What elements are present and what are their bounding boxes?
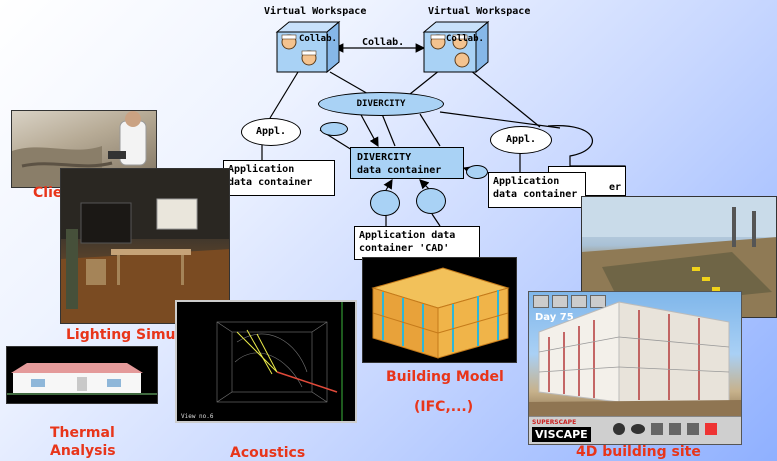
workspace-left-cube: Collab. (275, 20, 341, 74)
connector-node (416, 188, 446, 214)
cad-data-container: Application data container 'CAD' (354, 226, 480, 260)
view-eye-icon[interactable] (631, 424, 645, 434)
workspace-right-title: Virtual Workspace (428, 6, 531, 17)
appl-right-node: Appl. (490, 126, 552, 154)
divercity-container-line1: DIVERCITY (357, 152, 412, 163)
thermal-house-image (7, 363, 157, 395)
app-container-right-line1: Application (493, 176, 560, 187)
tool-icon[interactable] (687, 423, 699, 435)
app-container-right-partial-text: er (608, 182, 621, 193)
acoustics-photo: View no.6 (175, 300, 357, 423)
cad-container-line2: container 'CAD' (359, 243, 450, 254)
workspace-right-cube: Collab. (422, 20, 490, 74)
viscape-thumbnail[interactable] (552, 295, 568, 308)
caption-building-model: Building Model (386, 369, 504, 385)
workspace-left-collab-label: Collab. (299, 34, 337, 44)
caption-thermal: Thermal Analysis (50, 424, 116, 460)
viscape-thumbnails (533, 295, 606, 308)
viscape-scene (529, 301, 741, 416)
viscape-brand-small: SUPERSCAPE (532, 419, 577, 426)
viscape-window: Day 75 SUPERSCAPE VISCAPE (528, 291, 742, 445)
app-container-left: Application data container (223, 160, 335, 196)
connector-node (370, 190, 400, 216)
navigate-icon[interactable] (613, 423, 625, 435)
collab-link-label: Collab. (362, 37, 405, 48)
caption-thermal-line2: Analysis (50, 443, 116, 459)
appl-left-node: Appl. (241, 118, 301, 146)
viscape-day-label: Day 75 (535, 312, 574, 323)
viscape-thumbnail[interactable] (590, 295, 606, 308)
viscape-controls (613, 423, 717, 435)
workspace-right-collab-label: Collab. (446, 34, 484, 44)
close-icon[interactable] (705, 423, 717, 435)
tool-icon[interactable] (651, 423, 663, 435)
caption-acoustics: Acoustics (230, 445, 306, 461)
building-model-photo (362, 257, 517, 363)
acoustics-model-image: View no.6 (181, 302, 343, 421)
workspace-left-title: Virtual Workspace (264, 6, 367, 17)
viscape-thumbnail[interactable] (533, 295, 549, 308)
connector-node (320, 122, 348, 136)
cad-container-line1: Application data (359, 230, 456, 241)
divercity-hub: DIVERCITY (318, 92, 444, 116)
app-container-left-line2: data container (228, 177, 313, 188)
acoustics-status: View no.6 (181, 413, 214, 420)
viscape-toolbar: SUPERSCAPE VISCAPE (529, 416, 741, 444)
viscape-brand: VISCAPE (532, 427, 591, 442)
viscape-viewport: Day 75 (529, 292, 741, 416)
connector-node (466, 165, 488, 179)
app-container-right-line2: data container (493, 189, 578, 200)
tool-icon[interactable] (669, 423, 681, 435)
building-model-image (371, 267, 510, 359)
app-container-left-line1: Application (228, 164, 295, 175)
divercity-data-container: DIVERCITY data container (350, 147, 464, 179)
caption-4d-site: 4D building site (576, 444, 701, 460)
app-container-right: Application data container (488, 172, 586, 208)
caption-ifc: (IFC,...) (414, 399, 474, 415)
caption-thermal-line1: Thermal (50, 425, 115, 441)
divercity-container-line2: data container (357, 165, 442, 176)
thermal-analysis-photo (6, 346, 158, 404)
viscape-thumbnail[interactable] (571, 295, 587, 308)
